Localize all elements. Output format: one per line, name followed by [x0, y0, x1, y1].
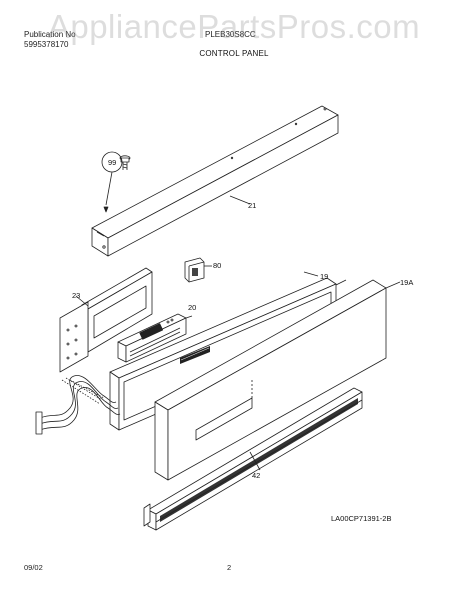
drawing-code: LA00CP71391-2B [331, 514, 391, 523]
publication-label: Publication No [24, 30, 76, 39]
label-80: 80 [213, 261, 221, 270]
label-42: 42 [252, 471, 260, 480]
section-title: CONTROL PANEL [199, 49, 269, 58]
label-19: 19 [320, 272, 328, 281]
label-99: 99 [108, 158, 116, 167]
label-21: 21 [248, 201, 256, 210]
label-19a: 19A [400, 278, 413, 287]
part-23-bracket[interactable] [59, 267, 153, 373]
label-23: 23 [72, 291, 80, 300]
part-19a-control-panel[interactable] [154, 279, 401, 481]
part-21-top-trim[interactable] [91, 105, 339, 257]
footer-page-number: 2 [227, 563, 232, 572]
model-number: PLEB30S8CC [205, 30, 256, 39]
publication-number: 5995378170 [24, 40, 69, 49]
part-42-bottom-trim[interactable] [143, 387, 363, 531]
wire-harness [35, 375, 121, 435]
leader-lines [229, 195, 319, 471]
control-decal [180, 346, 210, 364]
part-80-clip[interactable] [184, 257, 212, 283]
part-99-screw[interactable] [101, 151, 131, 213]
part-20-electronic-control[interactable] [117, 313, 193, 363]
label-20: 20 [188, 303, 196, 312]
footer-date: 09/02 [24, 563, 43, 572]
